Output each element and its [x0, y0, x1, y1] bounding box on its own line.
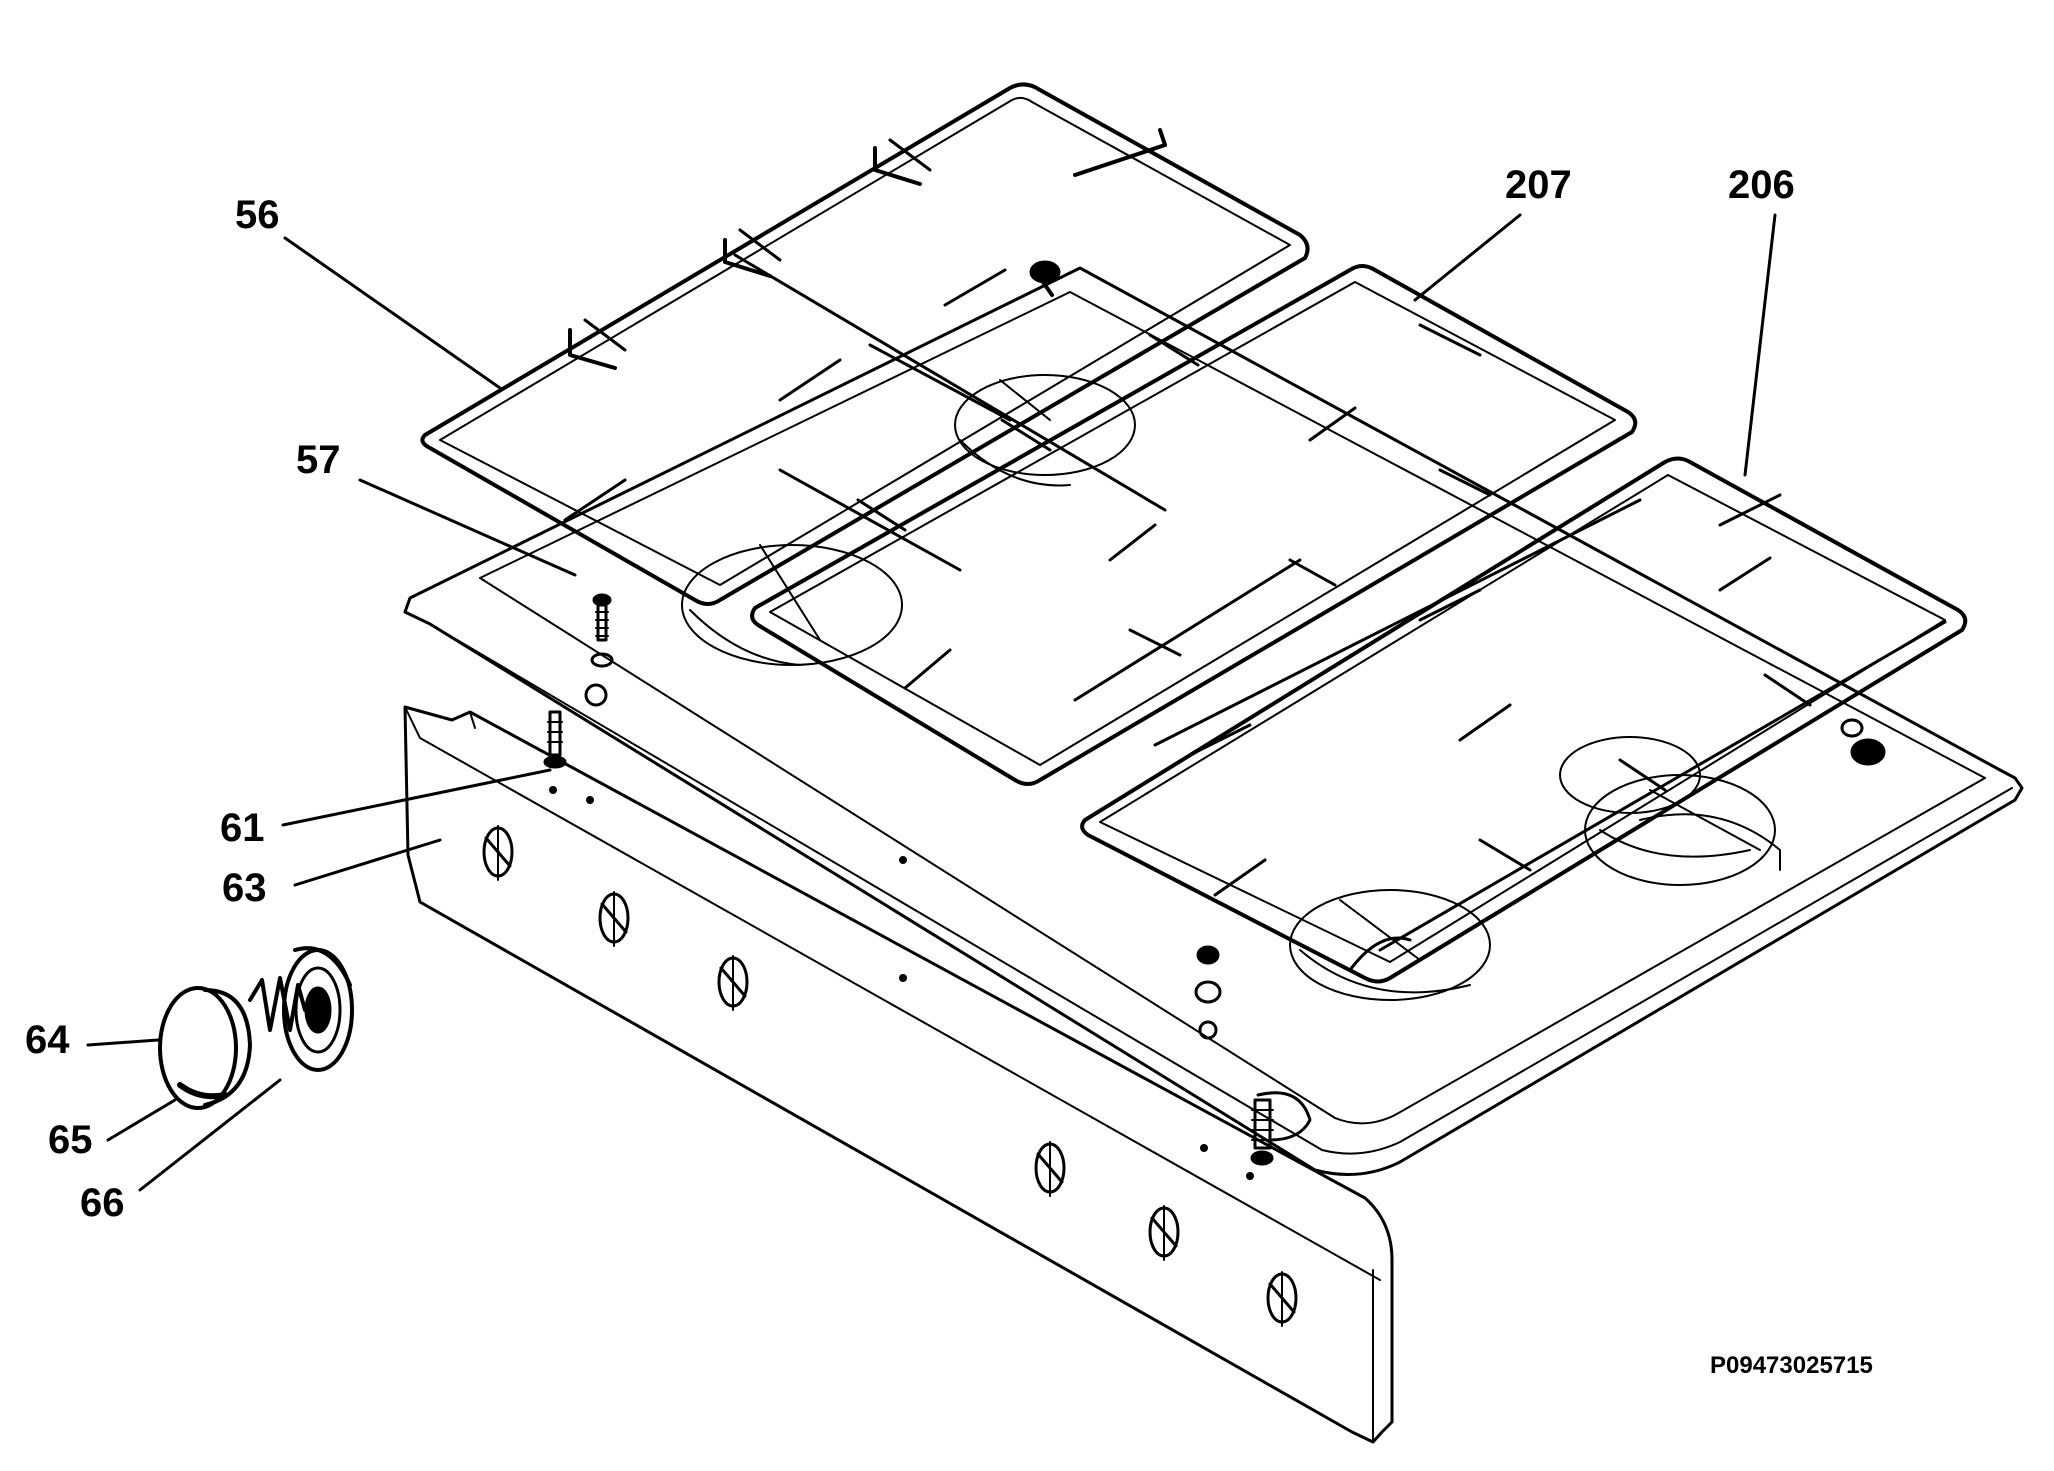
knob-hole-2 — [600, 892, 628, 946]
burner-front-left — [682, 545, 902, 665]
panel-dots — [549, 786, 1254, 1180]
screw-front-left — [545, 712, 565, 767]
burner-front-right — [1290, 890, 1490, 1000]
leader-64 — [88, 1040, 158, 1045]
knob-hole-4 — [1036, 1142, 1064, 1196]
reference-code: P09473025715 — [1710, 1352, 1873, 1379]
knob-hole-3 — [719, 956, 747, 1010]
leader-63 — [295, 840, 440, 885]
knob-cap — [160, 988, 250, 1108]
pan-support-right — [1082, 459, 1965, 982]
knob-hole-1 — [484, 826, 512, 880]
hob-top-plate — [405, 268, 2022, 1175]
plate-fixings — [586, 685, 1310, 1140]
pan-support-left — [422, 84, 1307, 604]
knob-bezel — [284, 948, 352, 1070]
label-63: 63 — [222, 866, 267, 910]
label-66: 66 — [80, 1181, 125, 1225]
leader-61 — [283, 770, 550, 825]
screws — [545, 262, 1884, 1164]
screw-rear-right — [1842, 720, 1884, 764]
label-207: 207 — [1505, 163, 1572, 207]
knob-assembly — [160, 948, 352, 1108]
knob-hole-5 — [1150, 1206, 1178, 1260]
burner-rear-right — [1585, 775, 1780, 885]
label-65: 65 — [48, 1118, 93, 1162]
knob-hole-6 — [1268, 1272, 1296, 1326]
leader-206 — [1745, 215, 1775, 475]
knob-spring — [250, 978, 305, 1030]
screw-rear-left — [592, 595, 612, 666]
control-panel — [405, 707, 1392, 1442]
leader-66 — [140, 1080, 280, 1190]
pan-support-center — [752, 266, 1635, 784]
leader-207 — [1415, 215, 1520, 300]
label-61: 61 — [220, 806, 265, 850]
label-56: 56 — [235, 193, 280, 237]
leader-lines — [88, 215, 1775, 1190]
leader-56 — [285, 238, 500, 388]
label-57: 57 — [296, 438, 341, 482]
knob-holes — [484, 826, 1296, 1326]
burner-wells — [682, 375, 1780, 1000]
label-64: 64 — [25, 1018, 70, 1062]
leader-57 — [360, 480, 575, 575]
leader-65 — [108, 1100, 175, 1140]
label-206: 206 — [1728, 163, 1795, 207]
screw-rear-center — [1031, 262, 1059, 295]
screw-center — [1196, 947, 1220, 1002]
screw-front-right — [1252, 1100, 1273, 1164]
